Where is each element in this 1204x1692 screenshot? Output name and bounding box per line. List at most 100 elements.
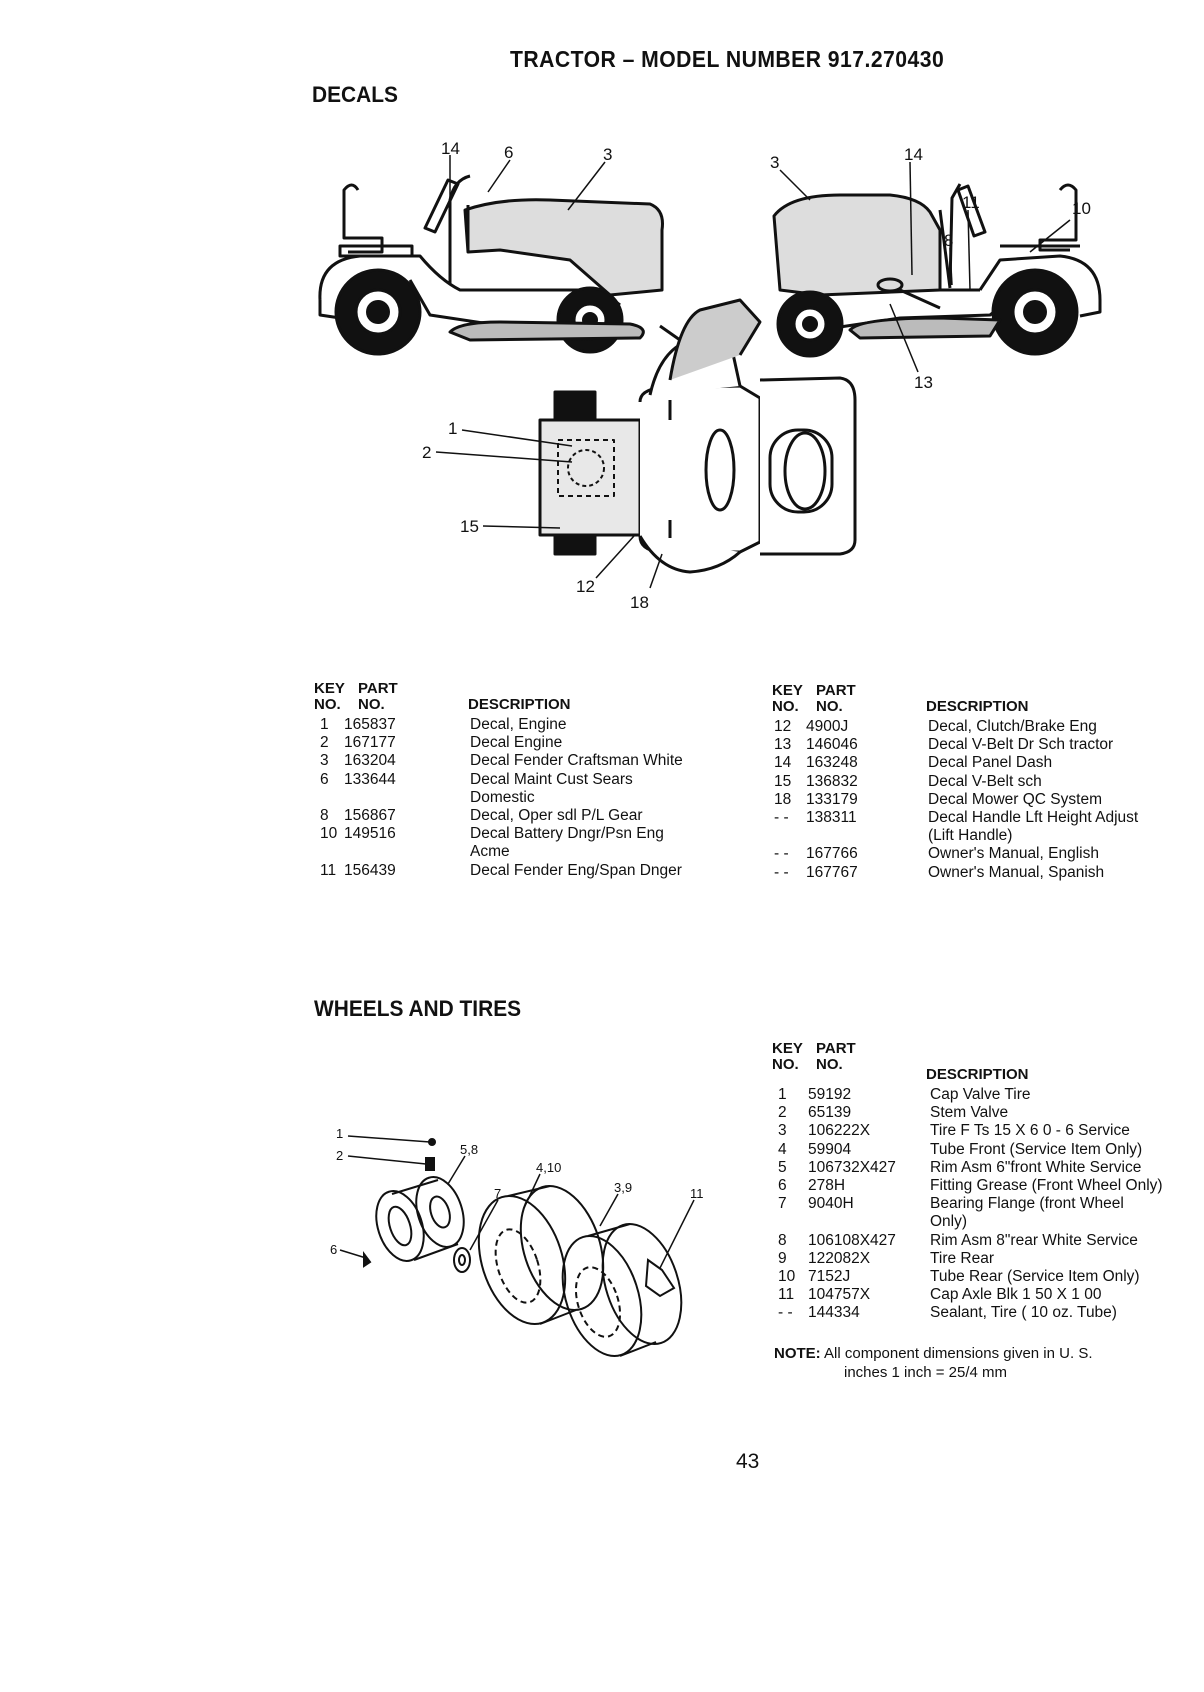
row-key: 9 xyxy=(778,1249,787,1267)
row-desc: Owner's Manual, Spanish xyxy=(928,863,1105,881)
row-part: 138311 xyxy=(806,809,857,826)
row-key: 11 xyxy=(320,861,337,879)
row-key: 5 xyxy=(778,1158,787,1176)
callout-10: 10 xyxy=(1072,199,1091,218)
callout-3-right: 3 xyxy=(770,153,779,172)
wheel-callout-11: 11 xyxy=(690,1186,704,1201)
row-part: 146046 xyxy=(806,736,858,754)
wheel-callout-2: 2 xyxy=(336,1148,343,1163)
row-desc: Bearing Flange (front Wheel xyxy=(930,1195,1124,1213)
row-key: 2 xyxy=(320,734,329,752)
note-label: NOTE: xyxy=(774,1345,821,1362)
row-part: 163248 xyxy=(806,754,858,772)
row-part: 9040H xyxy=(808,1195,854,1213)
row-key: 6 xyxy=(778,1177,787,1194)
callout-3: 3 xyxy=(603,145,612,164)
row-part: 144334 xyxy=(808,1304,860,1322)
page-title: TRACTOR – MODEL NUMBER 917.270430 xyxy=(510,46,945,72)
row-desc: Tube Front (Service Item Only) xyxy=(930,1140,1143,1158)
callout-18: 18 xyxy=(630,593,649,612)
row-desc: Cap Valve Tire xyxy=(930,1086,1031,1103)
wheel-callout-4-10: 4,10 xyxy=(536,1160,561,1175)
row-key: - - xyxy=(774,809,789,826)
row-part: 149516 xyxy=(344,825,396,843)
decals-diagram: 14 6 3 3 14 11 10 8 13 1 2 15 12 18 xyxy=(318,140,1102,612)
row-part: 4900J xyxy=(806,718,849,735)
row-desc: Sealant, Tire ( 10 oz. Tube) xyxy=(930,1304,1117,1322)
row-desc: (Lift Handle) xyxy=(928,827,1013,845)
tractor-right-view xyxy=(772,183,1102,358)
row-part: 106222X xyxy=(808,1122,871,1140)
row-part: 167766 xyxy=(806,845,858,863)
callout-14-right: 14 xyxy=(904,145,923,164)
row-part: 167767 xyxy=(806,863,858,881)
row-key: 4 xyxy=(778,1140,787,1158)
wheels-heading: WHEELS AND TIRES xyxy=(314,996,522,1021)
row-part: 163204 xyxy=(344,752,396,770)
row-key: 7 xyxy=(778,1195,787,1213)
row-desc: Stem Valve xyxy=(930,1104,1009,1122)
row-key: 14 xyxy=(774,754,792,772)
row-desc: Domestic xyxy=(470,788,535,806)
callout-2: 2 xyxy=(422,443,431,462)
row-desc: Decal Maint Cust Sears xyxy=(470,770,633,788)
row-key: 8 xyxy=(320,807,329,824)
row-part: 7152J xyxy=(808,1268,851,1285)
page-number: 43 xyxy=(736,1450,760,1473)
callout-1: 1 xyxy=(448,419,457,438)
wheels-diagram: 1 2 5,8 7 4,10 3,9 6 11 xyxy=(330,1126,704,1358)
row-desc: Decal Fender Eng/Span Dnger xyxy=(470,861,682,879)
row-part: 104757X xyxy=(808,1286,871,1304)
row-key: 3 xyxy=(320,752,329,770)
row-key: 18 xyxy=(774,790,792,808)
row-key: 3 xyxy=(778,1122,787,1140)
row-desc: Decal V-Belt Dr Sch tractor xyxy=(928,736,1114,754)
wheel-callout-7: 7 xyxy=(494,1186,501,1201)
row-desc: Rim Asm 6"front White Service xyxy=(930,1158,1142,1176)
row-part: 165837 xyxy=(344,716,396,733)
row-part: 156867 xyxy=(344,807,396,824)
row-desc: Decal, Clutch/Brake Eng xyxy=(928,718,1097,735)
row-key: 12 xyxy=(774,718,792,735)
note-line-2: inches 1 inch = 25/4 mm xyxy=(844,1364,1008,1381)
row-desc: Decal V-Belt sch xyxy=(928,772,1042,790)
row-part: 156439 xyxy=(344,861,396,879)
callout-11: 11 xyxy=(962,193,980,212)
row-desc: Cap Axle Blk 1 50 X 1 00 xyxy=(930,1286,1102,1304)
row-key: 10 xyxy=(778,1268,796,1285)
wheel-callout-5-8: 5,8 xyxy=(460,1142,478,1157)
callout-12: 12 xyxy=(576,577,595,596)
callout-8: 8 xyxy=(944,231,953,250)
callout-13: 13 xyxy=(914,373,933,392)
decals-heading: DECALS xyxy=(312,82,398,107)
row-desc: Decal Engine xyxy=(470,734,563,752)
row-part: 65139 xyxy=(808,1104,852,1122)
row-key: 10 xyxy=(320,825,338,843)
row-desc: Acme xyxy=(470,843,510,861)
row-desc: Decal, Engine xyxy=(470,716,567,733)
row-part: 136832 xyxy=(806,772,858,790)
callout-6: 6 xyxy=(504,143,513,162)
row-key: 1 xyxy=(778,1086,787,1103)
row-desc: Decal Handle Lft Height Adjust xyxy=(928,809,1139,826)
tractor-left-view xyxy=(318,174,664,356)
row-desc: Decal Battery Dngr/Psn Eng xyxy=(470,825,664,843)
row-part: 278H xyxy=(808,1177,846,1194)
row-desc: Owner's Manual, English xyxy=(928,845,1099,863)
row-part: 59192 xyxy=(808,1086,852,1103)
row-desc: Only) xyxy=(930,1213,968,1231)
row-key: 13 xyxy=(774,736,792,754)
wheel-callout-6: 6 xyxy=(330,1242,337,1257)
row-desc: Decal Panel Dash xyxy=(928,754,1053,772)
callout-15: 15 xyxy=(460,517,479,536)
row-desc: Rim Asm 8"rear White Service xyxy=(930,1231,1138,1249)
row-desc: Decal Mower QC System xyxy=(928,790,1102,808)
row-desc: Tire F Ts 15 X 6 0 - 6 Service xyxy=(930,1122,1130,1140)
row-key: 1 xyxy=(320,716,329,733)
dimensions-note: NOTE: All component dimensions given in … xyxy=(774,1344,1154,1382)
tractor-top-view xyxy=(538,298,857,574)
row-key: 11 xyxy=(778,1286,795,1304)
row-part: 59904 xyxy=(808,1140,852,1158)
row-desc: Fitting Grease (Front Wheel Only) xyxy=(930,1177,1163,1194)
row-part: 167177 xyxy=(344,734,396,752)
